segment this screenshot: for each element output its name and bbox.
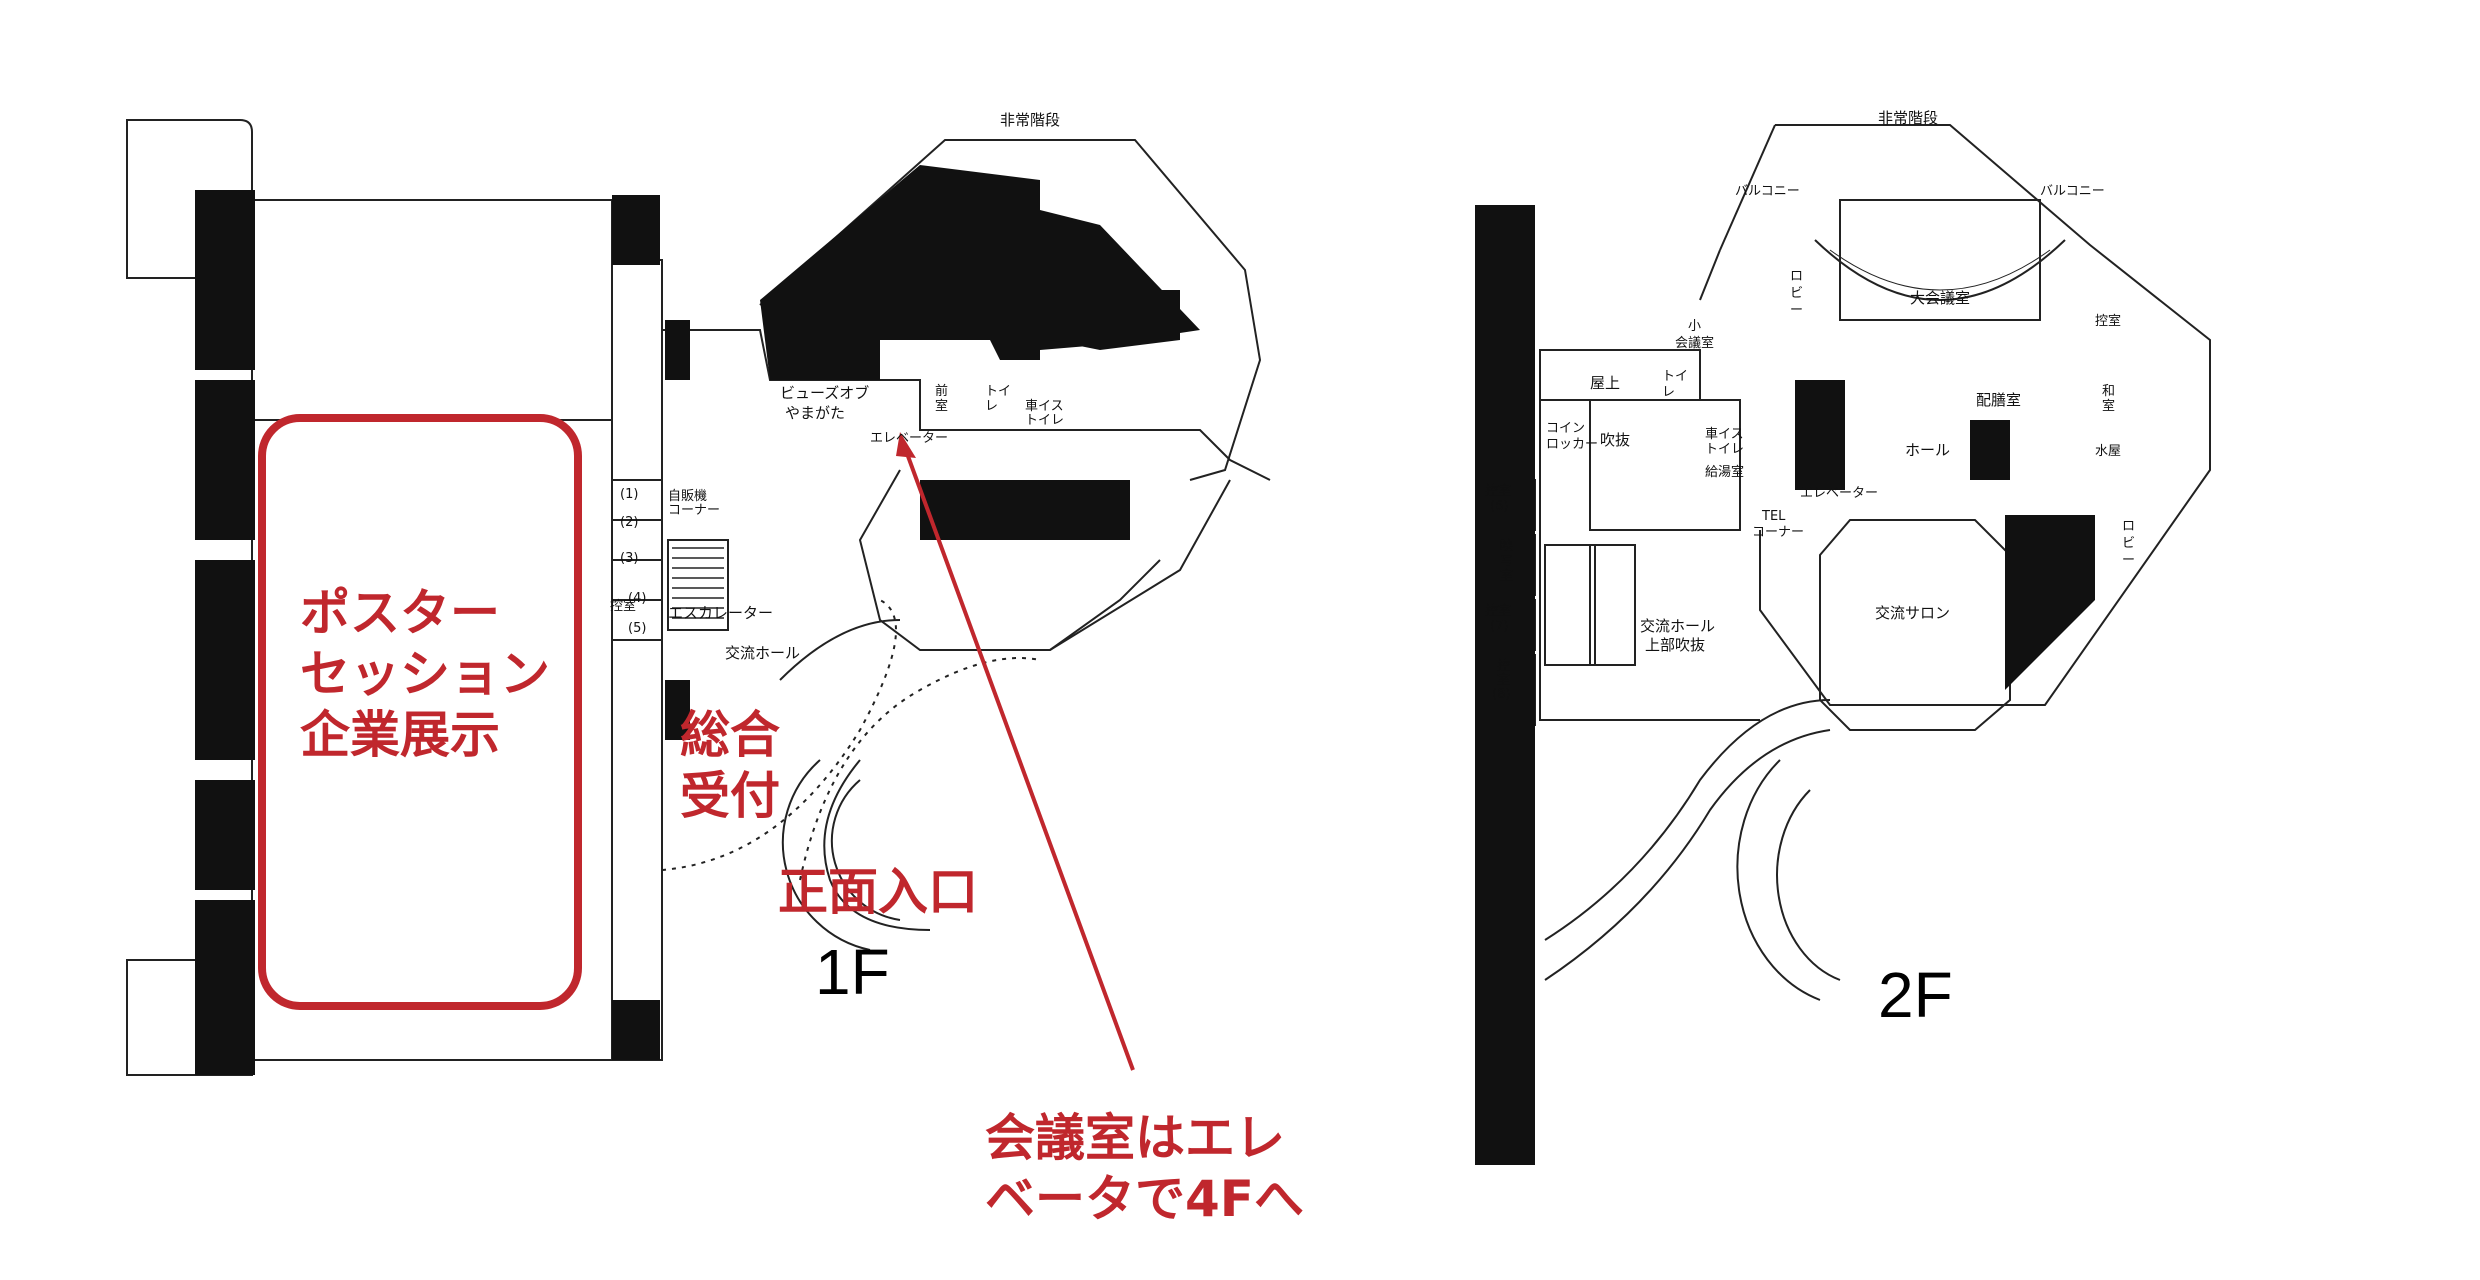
- label-lobby-left-3: ー: [1790, 303, 1804, 318]
- label-toilet-2f-1: トイ: [1662, 369, 1689, 384]
- callout-meeting-line1: 会議室はエレ: [985, 1109, 1285, 1167]
- label-hall-2f: ホール: [1905, 441, 1951, 459]
- label-emergency-stairs-2f: 非常階段: [1878, 109, 1939, 127]
- label-coin-locker-1: コイン: [1546, 421, 1586, 436]
- callout-entrance: 正面入口: [778, 863, 978, 921]
- label-waiting-right: 控室: [2095, 314, 2122, 329]
- label-lobby-right-2: ビ: [2122, 536, 2136, 551]
- label-elevator-2f: エレベーター: [1800, 486, 1879, 501]
- label-projection-2: 写: [1500, 554, 1514, 569]
- label-waiting-3: (3): [620, 551, 639, 566]
- label-exchange-atrium-2: 上部吹抜: [1645, 636, 1706, 654]
- label-front-room-1: 前: [935, 384, 949, 399]
- label-vending-1: 自販機: [668, 489, 708, 504]
- label-small-room-2: 会議室: [1675, 336, 1715, 351]
- label-escalator-1f: エスカレーター: [668, 604, 774, 622]
- label-water-room: 水屋: [2095, 444, 2122, 459]
- label-balcony-right: バルコニー: [2040, 184, 2105, 199]
- label-waiting-room-1f: 控室: [610, 599, 637, 614]
- label-front-room-2: 室: [935, 399, 949, 414]
- label-toilet-1f-1: トイ: [985, 384, 1012, 399]
- callout-poster-line2: セッション: [300, 645, 550, 703]
- label-lobby-left-1: ロ: [1790, 269, 1804, 284]
- label-salon: 交流サロン: [1875, 604, 1951, 622]
- label-atrium: 吹抜: [1600, 431, 1631, 449]
- label-waiting-4: (4): [628, 591, 647, 606]
- label-elevator-1f: エレベーター: [870, 431, 949, 446]
- label-coin-locker-2: ロッカー: [1546, 437, 1599, 452]
- label-japanese-room-2: 室: [2102, 399, 2116, 414]
- floor-1f-walls: [195, 165, 1200, 1075]
- label-wheelchair-toilet-1f: 車イス: [1025, 399, 1064, 414]
- label-toilet-2f-2: レ: [1662, 385, 1676, 400]
- callout-reception: 総合 受付: [680, 705, 780, 827]
- label-projection-3: 室: [1500, 569, 1514, 584]
- corridor-outline-top: [125, 119, 253, 279]
- floor-2f-walls: [1475, 205, 2095, 1165]
- label-small-room-1: 小: [1688, 319, 1702, 334]
- label-waiting-8b: 室: [1497, 673, 1511, 688]
- floor-label-1f: 1F: [815, 936, 890, 1008]
- label-lobby-left-2: ビ: [1790, 286, 1804, 301]
- label-waiting-8a: 控: [1497, 659, 1511, 674]
- label-tel: TEL: [1762, 509, 1786, 524]
- poster-area-highlight: [258, 414, 582, 1010]
- arrow-head: [896, 432, 916, 458]
- label-kitchenette: 給湯室: [1705, 465, 1745, 480]
- label-waiting-6b: (6): [1490, 499, 1509, 514]
- callout-meeting-line2: ベータで4Fへ: [985, 1170, 1304, 1228]
- floor-2f-plan: [1479, 124, 2211, 1001]
- label-shop-2: やまがた: [785, 404, 846, 422]
- label-projection-1: 映: [1500, 539, 1514, 554]
- exchange-salon-outline: [1819, 519, 2011, 731]
- label-waiting-2: (2): [620, 515, 639, 530]
- label-emergency-stairs-1f: 非常階段: [1000, 111, 1061, 129]
- elevator-arrow: [903, 447, 1135, 1071]
- label-toilet-1f-2: レ: [985, 399, 999, 414]
- label-exchange-atrium-1: 交流ホール: [1640, 617, 1716, 635]
- label-catering: 配膳室: [1976, 391, 2022, 409]
- label-waiting-1: (1): [620, 487, 639, 502]
- label-wheelchair-toilet-2f-2: トイレ: [1705, 442, 1745, 457]
- callout-reception-line2: 受付: [680, 767, 780, 825]
- callout-poster-line1: ポスター: [300, 584, 500, 642]
- label-lobby-right-3: ー: [2122, 553, 2136, 568]
- building-outline-2f: [1759, 124, 2211, 706]
- label-rooftop: 屋上: [1590, 374, 1621, 392]
- floor-label-2f: 2F: [1878, 959, 1953, 1031]
- label-exchange-hall-1f: 交流ホール: [725, 644, 801, 662]
- label-waiting-7b: (7): [1490, 619, 1509, 634]
- label-shop-1: ビューズオブ: [780, 384, 870, 402]
- label-vending-2: コーナー: [668, 503, 721, 518]
- label-waiting-7a: 控室: [1485, 604, 1512, 619]
- label-balcony-left: バルコニー: [1735, 184, 1800, 199]
- callout-meeting: 会議室はエレ ベータで4Fへ: [985, 1108, 1304, 1230]
- label-waiting-5: (5): [628, 621, 647, 636]
- label-waiting-8c: (8): [1492, 687, 1511, 702]
- label-japanese-room-1: 和: [2102, 384, 2116, 399]
- label-waiting-6a: 控室: [1485, 484, 1512, 499]
- label-lobby-right-1: ロ: [2122, 519, 2136, 534]
- label-tel-corner: コーナー: [1752, 525, 1805, 540]
- callout-poster-line3: 企業展示: [300, 706, 500, 764]
- label-main-hall: 大会議室: [1910, 289, 1971, 307]
- callout-poster: ポスター セッション 企業展示: [300, 583, 550, 766]
- label-wheelchair-toilet-1f-2: トイレ: [1025, 413, 1065, 428]
- building-outline-1f: [759, 139, 1262, 481]
- callout-reception-line1: 総合: [680, 706, 780, 764]
- label-wheelchair-toilet-2f-1: 車イス: [1705, 427, 1744, 442]
